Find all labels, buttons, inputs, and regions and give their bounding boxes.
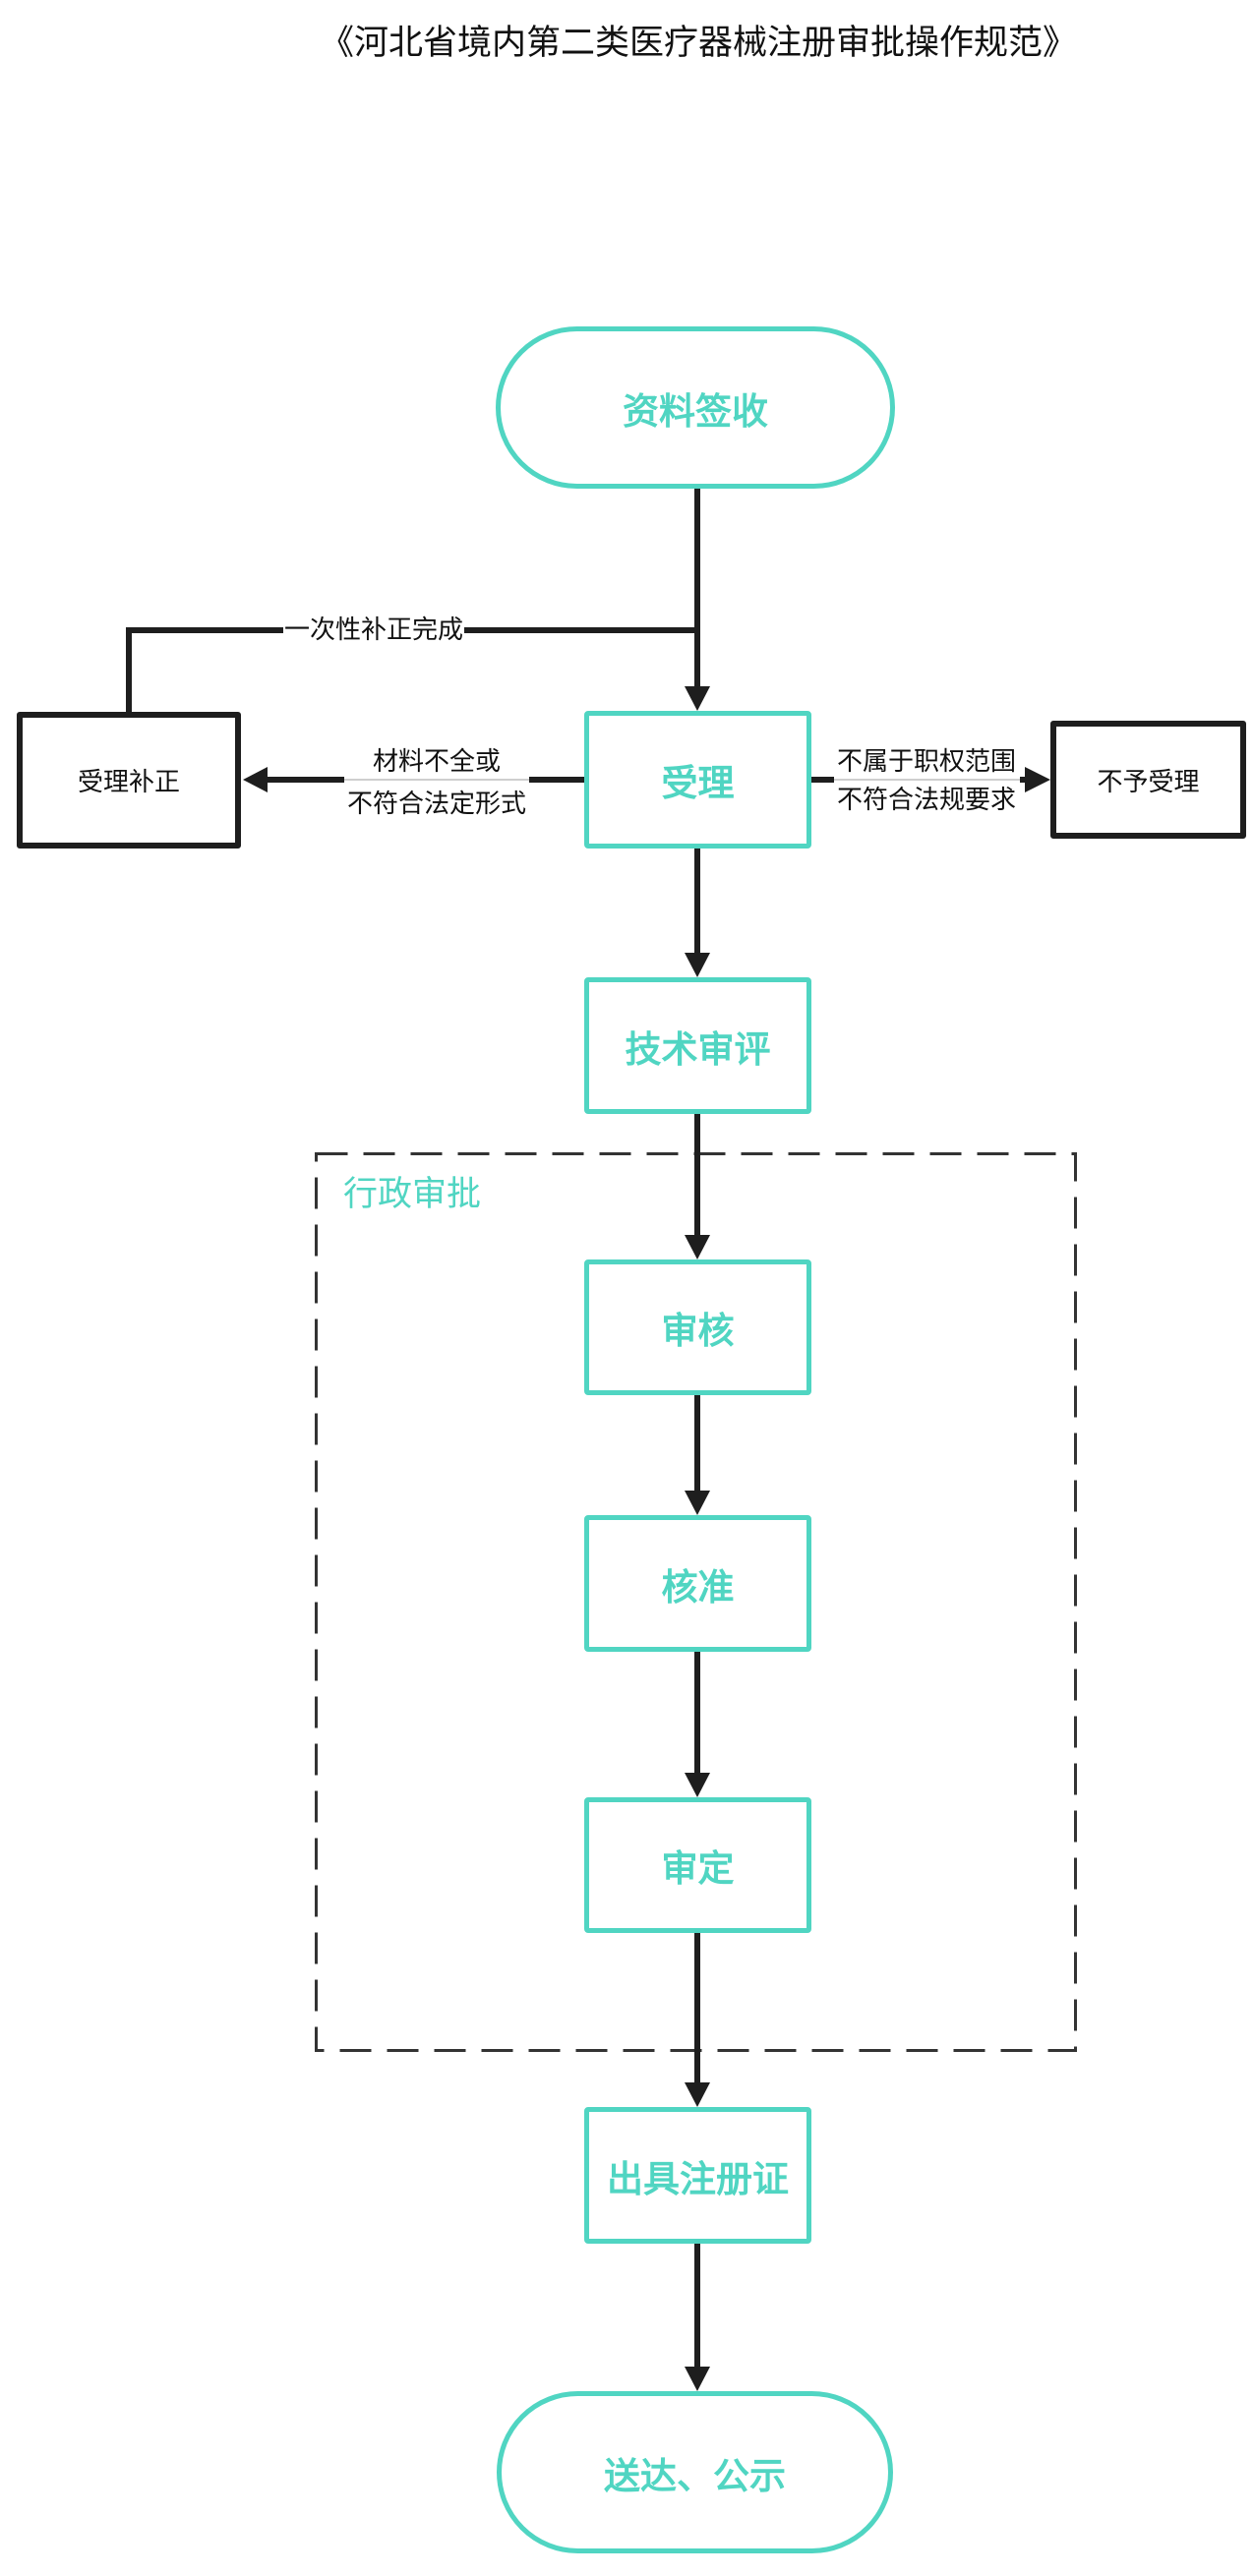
edge-correction-to-accept — [126, 627, 697, 712]
node-label: 受理补正 — [77, 768, 180, 797]
node-approve: 核准 — [584, 1515, 811, 1652]
node-end-delivery-publicity: 送达、公示 — [497, 2391, 893, 2553]
node-label: 审核 — [661, 1310, 735, 1352]
arrowhead-down-icon — [685, 1491, 710, 1515]
edge-tech-review-to-review — [685, 1114, 710, 1259]
node-label: 送达、公示 — [604, 2454, 786, 2497]
edge-label-out-of-jurisdiction: 不属于职权范围 — [835, 747, 1018, 777]
edge-accept-to-tech-review — [685, 849, 710, 977]
node-label: 技术审评 — [625, 1027, 771, 1071]
node-tech-review: 技术审评 — [584, 977, 811, 1114]
connector-line — [126, 627, 697, 712]
page-title: 《河北省境内第二类医疗器械注册审批操作规范》 — [319, 24, 1077, 63]
arrowhead-right-icon — [1025, 767, 1050, 792]
node-label: 出具注册证 — [607, 2157, 789, 2200]
node-label: 审定 — [661, 1847, 735, 1890]
node-issue-certificate: 出具注册证 — [584, 2107, 811, 2244]
node-review: 审核 — [584, 1259, 811, 1395]
edge-issue-to-end — [685, 2244, 710, 2391]
edge-label-correction-complete: 一次性补正完成 — [282, 615, 465, 645]
arrowhead-down-icon — [685, 1235, 710, 1259]
node-start-document-receipt: 资料签收 — [496, 326, 895, 489]
edge-accept-to-reject — [810, 767, 1050, 792]
node-reject: 不予受理 — [1050, 721, 1246, 839]
edge-label-nonconforming-form: 不符合法定形式 — [345, 790, 528, 819]
node-label: 不予受理 — [1097, 767, 1200, 797]
node-label: 受理 — [661, 762, 735, 804]
node-correction: 受理补正 — [17, 712, 241, 849]
group-label-administrative-approval: 行政审批 — [343, 1175, 482, 1214]
edge-accept-to-correction — [243, 767, 584, 792]
arrowhead-down-icon — [685, 2082, 710, 2107]
edge-label-nonconforming-regulation: 不符合法规要求 — [835, 786, 1018, 815]
arrowhead-left-icon — [243, 767, 268, 792]
edge-review-to-approve — [685, 1395, 710, 1515]
node-decide: 审定 — [584, 1797, 811, 1933]
arrowhead-down-icon — [685, 1773, 710, 1797]
edge-approve-to-decide — [685, 1652, 710, 1797]
edge-label-incomplete-materials: 材料不全或 — [371, 747, 503, 777]
edge-decide-to-issue — [685, 1933, 710, 2107]
arrowhead-down-icon — [685, 686, 710, 711]
edge-start-to-accept — [685, 489, 710, 711]
node-label: 核准 — [661, 1565, 735, 1609]
arrowhead-down-icon — [685, 2367, 710, 2391]
node-label: 资料签收 — [623, 389, 768, 433]
arrowhead-down-icon — [685, 953, 710, 977]
node-accept: 受理 — [584, 711, 811, 849]
